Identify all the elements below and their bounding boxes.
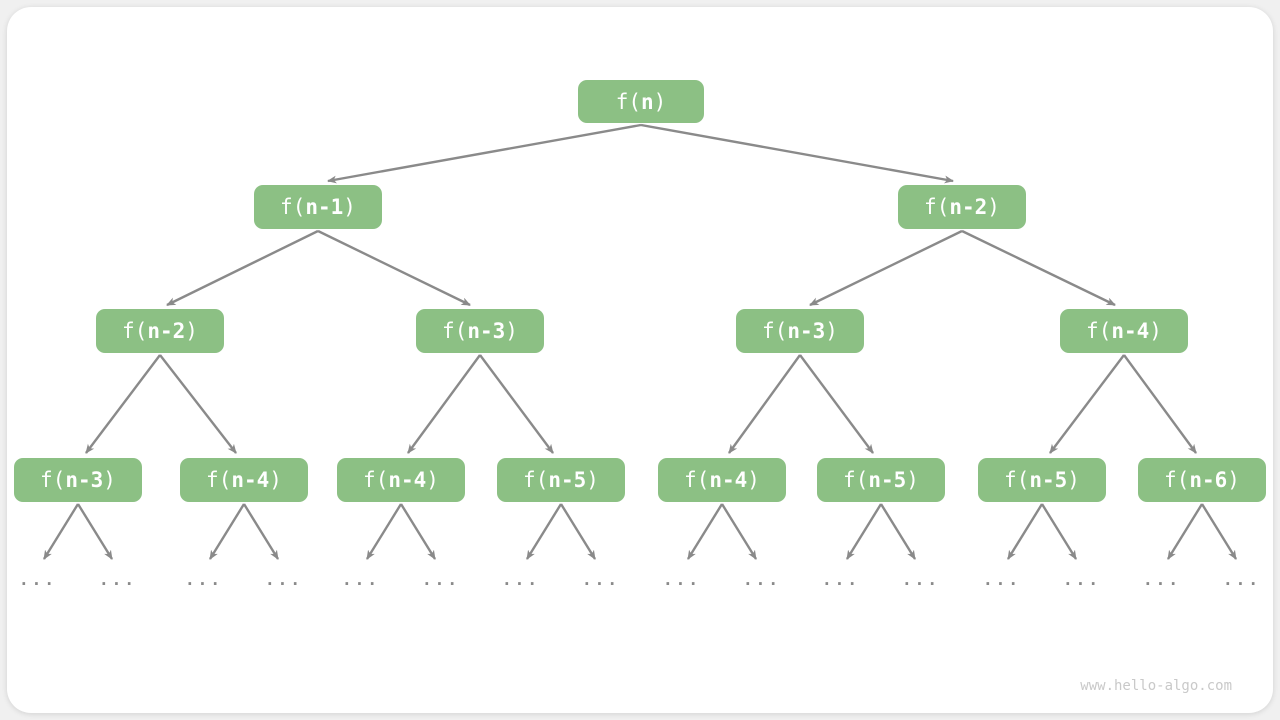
node-label-arg: n-3 xyxy=(787,319,826,343)
node-l1-f-n-2: f(n-2) xyxy=(898,185,1026,229)
node-l3-0-f-n-3: f(n-3) xyxy=(14,458,142,502)
ellipsis-leaf: ... xyxy=(582,570,620,589)
node-label-prefix: f( xyxy=(523,468,549,492)
node-label-prefix: f( xyxy=(206,468,232,492)
node-label-arg: n-3 xyxy=(467,319,506,343)
node-label-prefix: f( xyxy=(363,468,389,492)
node-label-prefix: f( xyxy=(1164,468,1190,492)
node-label-arg: n-3 xyxy=(65,468,104,492)
ellipsis-leaf: ... xyxy=(983,570,1021,589)
node-label-prefix: f( xyxy=(615,89,641,114)
node-label-prefix: f( xyxy=(1004,468,1030,492)
node-label-prefix: f( xyxy=(280,195,306,219)
node-l3-3-f-n-5: f(n-5) xyxy=(497,458,625,502)
node-l2-0-f-n-2: f(n-2) xyxy=(96,309,224,353)
node-label-arg: n-4 xyxy=(231,468,270,492)
node-label-prefix: f( xyxy=(684,468,710,492)
ellipsis-leaf: ... xyxy=(1223,570,1261,589)
node-label-suffix: ) xyxy=(269,468,282,492)
node-label-suffix: ) xyxy=(185,319,198,343)
node-label-prefix: f( xyxy=(122,319,148,343)
node-label-suffix: ) xyxy=(1067,468,1080,492)
ellipsis-leaf: ... xyxy=(743,570,781,589)
node-l1-f-n-1: f(n-1) xyxy=(254,185,382,229)
ellipsis-leaf: ... xyxy=(342,570,380,589)
ellipsis-leaf: ... xyxy=(502,570,540,589)
ellipsis-leaf: ... xyxy=(99,570,137,589)
node-label-arg: n-6 xyxy=(1189,468,1228,492)
node-label-arg: n-2 xyxy=(147,319,186,343)
node-label-suffix: ) xyxy=(1149,319,1162,343)
ellipsis-leaf: ... xyxy=(663,570,701,589)
node-label-arg: n-4 xyxy=(709,468,748,492)
node-label-arg: n-5 xyxy=(548,468,587,492)
node-label-suffix: ) xyxy=(586,468,599,492)
ellipsis-leaf: ... xyxy=(822,570,860,589)
node-l3-1-f-n-4: f(n-4) xyxy=(180,458,308,502)
node-label-arg: n-5 xyxy=(1029,468,1068,492)
node-label-arg: n-2 xyxy=(949,195,988,219)
node-l3-4-f-n-4: f(n-4) xyxy=(658,458,786,502)
node-label-suffix: ) xyxy=(505,319,518,343)
node-label-arg: n-4 xyxy=(388,468,427,492)
node-label-prefix: f( xyxy=(843,468,869,492)
ellipsis-leaf: ... xyxy=(185,570,223,589)
ellipsis-leaf: ... xyxy=(1063,570,1101,589)
node-l2-3-f-n-4: f(n-4) xyxy=(1060,309,1188,353)
node-l3-7-f-n-6: f(n-6) xyxy=(1138,458,1266,502)
node-label-suffix: ) xyxy=(987,195,1000,219)
ellipsis-leaf: ... xyxy=(1143,570,1181,589)
node-label-prefix: f( xyxy=(1086,319,1112,343)
node-l3-5-f-n-5: f(n-5) xyxy=(817,458,945,502)
node-label-arg: n xyxy=(640,89,654,114)
node-l2-2-f-n-3: f(n-3) xyxy=(736,309,864,353)
node-label-suffix: ) xyxy=(747,468,760,492)
node-label-suffix: ) xyxy=(1227,468,1240,492)
node-label-suffix: ) xyxy=(653,89,667,114)
node-label-suffix: ) xyxy=(906,468,919,492)
node-label-arg: n-5 xyxy=(868,468,907,492)
node-l0-f-n: f(n) xyxy=(578,80,704,123)
node-label-prefix: f( xyxy=(40,468,66,492)
node-label-suffix: ) xyxy=(825,319,838,343)
node-label-prefix: f( xyxy=(924,195,950,219)
ellipsis-leaf: ... xyxy=(265,570,303,589)
node-label-suffix: ) xyxy=(426,468,439,492)
node-label-prefix: f( xyxy=(442,319,468,343)
node-l3-2-f-n-4: f(n-4) xyxy=(337,458,465,502)
node-label-suffix: ) xyxy=(103,468,116,492)
node-l3-6-f-n-5: f(n-5) xyxy=(978,458,1106,502)
ellipsis-leaf: ... xyxy=(902,570,940,589)
node-l2-1-f-n-3: f(n-3) xyxy=(416,309,544,353)
node-label-prefix: f( xyxy=(762,319,788,343)
watermark: www.hello-algo.com xyxy=(1080,678,1232,694)
ellipsis-leaf: ... xyxy=(19,570,57,589)
node-label-arg: n-4 xyxy=(1111,319,1150,343)
ellipsis-leaf: ... xyxy=(422,570,460,589)
node-label-arg: n-1 xyxy=(305,195,344,219)
node-label-suffix: ) xyxy=(343,195,356,219)
